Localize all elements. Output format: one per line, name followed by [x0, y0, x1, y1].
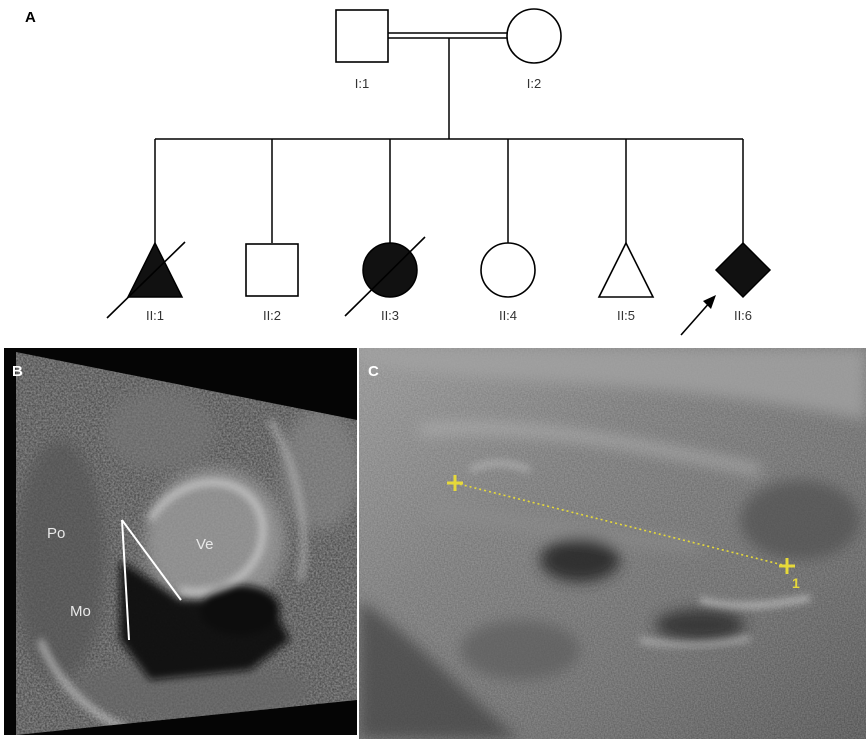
label-II-3: II:3 — [381, 308, 399, 323]
panel-c: 1 C — [359, 348, 866, 739]
label-po: Po — [47, 525, 65, 542]
label-I-2: I:2 — [527, 76, 541, 91]
label-II-5: II:5 — [617, 308, 635, 323]
individual-II-6-diamond — [716, 243, 770, 297]
label-mo: Mo — [70, 603, 91, 620]
individual-I-1-square — [336, 10, 388, 62]
label-II-1: II:1 — [146, 308, 164, 323]
panel-b: Po Mo Ve B — [4, 348, 360, 739]
label-ve: Ve — [196, 536, 214, 553]
individual-II-5-triangle — [599, 243, 653, 297]
individual-II-2-square — [246, 244, 298, 296]
panel-letter-c: C — [368, 363, 379, 380]
proband-arrow — [681, 301, 711, 335]
label-II-4: II:4 — [499, 308, 517, 323]
individual-II-4-circle — [481, 243, 535, 297]
individual-I-2-circle — [507, 9, 561, 63]
ultrasound-c-image — [359, 348, 866, 739]
measurement-index: 1 — [792, 575, 800, 591]
individual-II-3-circle — [363, 243, 417, 297]
label-II-2: II:2 — [263, 308, 281, 323]
label-I-1: I:1 — [355, 76, 369, 91]
panel-a: A I:1 I:2 II:1 II:2 II:3 — [25, 9, 770, 335]
panel-letter-b: B — [12, 363, 23, 380]
panel-letter-a: A — [25, 9, 36, 26]
label-II-6: II:6 — [734, 308, 752, 323]
